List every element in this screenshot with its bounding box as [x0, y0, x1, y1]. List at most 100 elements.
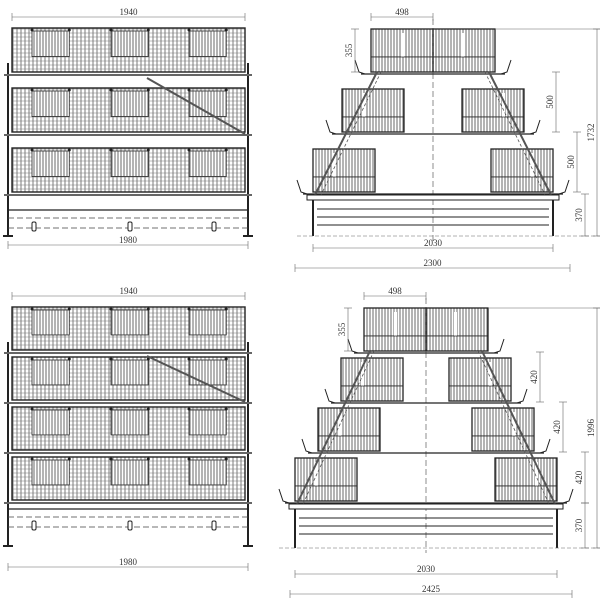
- hinge: [67, 457, 71, 461]
- door-mesh: [111, 31, 149, 57]
- cage-depth-dimension-label: 498: [388, 286, 402, 296]
- hinge: [187, 357, 191, 361]
- base-platform: [306, 194, 560, 201]
- cage-right-tier-2: [461, 88, 525, 133]
- hinge: [224, 28, 228, 32]
- hinge: [30, 457, 34, 461]
- hinge: [187, 148, 191, 152]
- hinge: [146, 407, 150, 411]
- cage-left-tier-3: [312, 148, 376, 193]
- feeder-trough-left: [301, 438, 313, 454]
- cage-door-gap: [362, 93, 365, 117]
- cage-height-dimension-label: 355: [344, 43, 354, 57]
- cage-door-gap: [502, 93, 505, 117]
- hinge: [224, 88, 228, 92]
- cage-door-gap: [512, 412, 515, 436]
- cage-door-gap: [361, 362, 364, 386]
- tier-spacing-dimension-3-label: 420: [574, 470, 584, 484]
- total-height-dimension-label: 1996: [586, 419, 596, 438]
- door-mesh: [32, 460, 70, 485]
- hinge: [187, 457, 191, 461]
- door-mesh: [189, 360, 227, 385]
- feeder-trough-right: [562, 488, 574, 504]
- cage-door-gap: [535, 462, 538, 486]
- base-platform: [288, 503, 564, 510]
- cage-door-gap: [489, 362, 492, 386]
- hinge: [109, 28, 113, 32]
- base-width-dimension-label: 2030: [424, 238, 443, 248]
- total-width-dimension-label: 2300: [424, 258, 443, 268]
- door-mesh: [111, 460, 149, 485]
- cage-depth-dimension-label: 498: [395, 7, 409, 17]
- hinge: [224, 457, 228, 461]
- cage-door-gap: [401, 33, 404, 57]
- door-mesh: [111, 91, 149, 117]
- tier-spacing-dimension-2-label: 500: [566, 155, 576, 169]
- cage-right-tier-2: [448, 357, 512, 402]
- hinge: [224, 407, 228, 411]
- hinge: [187, 407, 191, 411]
- feeder-trough-right: [493, 338, 505, 354]
- hinge: [146, 307, 150, 311]
- hinge: [109, 148, 113, 152]
- cage-right-tier-3: [471, 407, 535, 452]
- hinge: [67, 28, 71, 32]
- wire-strut-right: [484, 71, 546, 196]
- frame-strut-right: [488, 71, 552, 196]
- cage-height-dimension-label: 355: [337, 322, 347, 336]
- tier-spacing-dimension-1-label: 420: [529, 370, 539, 384]
- door-mesh: [32, 410, 70, 435]
- bottom-width-dimension-label: 1980: [119, 235, 138, 245]
- door-mesh: [32, 360, 70, 385]
- top-width-dimension-label: 1940: [120, 286, 139, 296]
- feeder-trough-left: [325, 119, 337, 135]
- cage-door-gap: [338, 412, 341, 436]
- hinge: [109, 457, 113, 461]
- wire-strut-left: [320, 71, 382, 196]
- hinge: [146, 88, 150, 92]
- support-foot: [211, 520, 217, 531]
- tier-spacing-dimension-2-label: 420: [552, 420, 562, 434]
- support-foot: [31, 221, 37, 232]
- hinge: [187, 28, 191, 32]
- hinge: [67, 148, 71, 152]
- door-mesh: [189, 151, 227, 177]
- cage-left-tier-3: [317, 407, 381, 452]
- tier-spacing-dimension-1-label: 500: [545, 95, 555, 109]
- hinge: [187, 88, 191, 92]
- support-foot: [211, 221, 217, 232]
- hinge: [67, 88, 71, 92]
- door-mesh: [111, 360, 149, 385]
- door-mesh: [111, 310, 149, 335]
- hinge: [224, 307, 228, 311]
- cage-door-gap: [333, 153, 336, 177]
- leg-height-dimension-label: 370: [574, 518, 584, 532]
- cage-left-tier-2: [340, 357, 404, 402]
- wire-strut-left: [302, 350, 375, 505]
- feeder-trough-right: [539, 438, 551, 454]
- hinge: [146, 357, 150, 361]
- hinge: [67, 407, 71, 411]
- hinge: [109, 307, 113, 311]
- total-width-dimension-label: 2425: [422, 584, 441, 594]
- cage-door-gap: [461, 33, 464, 57]
- door-mesh: [189, 310, 227, 335]
- cage-door-gap: [315, 462, 318, 486]
- support-foot: [31, 520, 37, 531]
- hinge: [224, 357, 228, 361]
- hinge: [30, 407, 34, 411]
- cage-door-gap: [454, 312, 457, 336]
- cage-door-gap: [394, 312, 397, 336]
- feeder-trough-left: [278, 488, 290, 504]
- door-mesh: [32, 310, 70, 335]
- hinge: [109, 88, 113, 92]
- door-mesh: [189, 460, 227, 485]
- cage-right-tier-4: [494, 457, 558, 502]
- hinge: [30, 307, 34, 311]
- door-mesh: [32, 91, 70, 117]
